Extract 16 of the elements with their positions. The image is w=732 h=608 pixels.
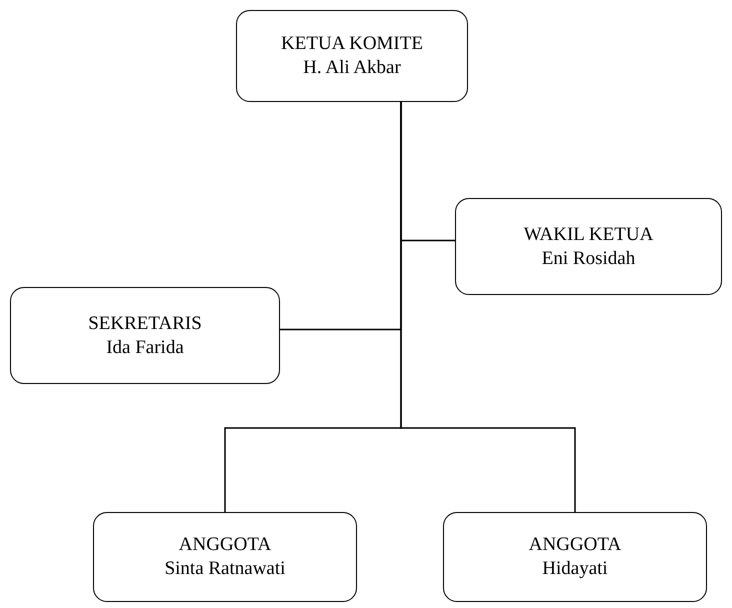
position-title: ANGGOTA xyxy=(178,533,272,557)
org-box xyxy=(443,512,707,602)
org-box xyxy=(455,198,722,295)
person-name: Sinta Ratnawati xyxy=(164,557,286,581)
org-box xyxy=(236,10,468,102)
person-name: Hidayati xyxy=(542,557,608,581)
org-box xyxy=(93,512,357,602)
person-name: Ida Farida xyxy=(106,336,184,360)
connector-line xyxy=(400,102,576,512)
person-name: Eni Rosidah xyxy=(542,246,636,270)
position-title: SEKRETARIS xyxy=(88,312,202,336)
person-name: H. Ali Akbar xyxy=(303,56,401,80)
position-title: KETUA KOMITE xyxy=(281,32,423,56)
position-title: WAKIL KETUA xyxy=(524,222,654,246)
org-box xyxy=(10,287,280,384)
position-title: ANGGOTA xyxy=(528,533,622,557)
